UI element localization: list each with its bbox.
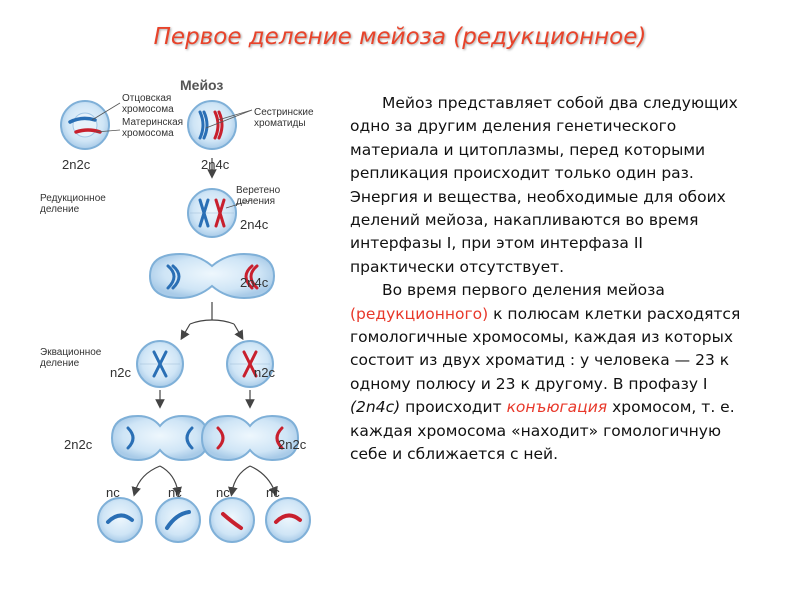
cell-anaphase-one [148, 252, 276, 300]
cell-metaphase-one [187, 188, 237, 238]
cell-gamete-4 [265, 497, 311, 543]
ploidy-nc-1: nc [106, 485, 120, 500]
ploidy-2n4c-top: 2n4c [201, 157, 230, 172]
cell-replicated [187, 100, 237, 150]
label-paternal: Отцовская хромосома [122, 93, 174, 115]
cell-metaphase-two-right [226, 340, 274, 388]
slide-title: Первое деление мейоза (редукционное) [153, 24, 647, 50]
cell-anaphase-two-right [200, 414, 300, 462]
ploidy-nc-2: nc [168, 485, 182, 500]
meiosis-diagram: Мейоз Отцовская хромосома Материнская хр… [40, 70, 340, 595]
ploidy-nc-4: nc [266, 485, 280, 500]
p2-part-d: хромосом, т. е. каждая хромосома «находи… [350, 398, 735, 464]
label-reduction-division: Редукционное деление [40, 193, 106, 215]
ploidy-2n2c-top: 2n2c [62, 157, 91, 172]
diagram-heading: Мейоз [180, 77, 224, 93]
cell-metaphase-two-left [136, 340, 184, 388]
paragraph-1: Мейоз представляет собой два следующих о… [350, 94, 738, 276]
formula-2n4c: (2n4c) [350, 398, 401, 417]
label-equation-division: Эквационное деление [40, 347, 102, 369]
cell-gamete-1 [97, 497, 143, 543]
p2-part-c: происходит [400, 398, 507, 417]
ploidy-2n2c-left: 2n2c [64, 437, 93, 452]
ploidy-2n2c-right: 2n2c [278, 437, 307, 452]
label-sister-chromatids: Сестринские хроматиды [254, 107, 314, 129]
label-spindle: Веретено деления [236, 185, 281, 207]
label-maternal: Материнская хромосома [122, 117, 184, 139]
ploidy-n2c-left: n2c [110, 365, 131, 380]
cell-gamete-3 [209, 497, 255, 543]
ploidy-2n4c-metaphase: 2n4c [240, 217, 269, 232]
paragraph-2: Во время первого деления мейоза (редукци… [350, 279, 750, 466]
ploidy-n2c-right: n2c [254, 365, 275, 380]
p2-part-b: к полюсам клетки расходятся гомологичные… [350, 304, 741, 393]
ploidy-nc-3: nc [216, 485, 230, 500]
meiosis-diagram-graphic [60, 100, 311, 543]
cell-interphase-left [60, 100, 110, 150]
p2-part-a: Во время первого деления мейоза [382, 281, 665, 300]
term-reductional: (редукционного) [350, 304, 489, 323]
term-conjugation: конъюгация [506, 398, 608, 417]
cell-anaphase-two-left [110, 414, 210, 462]
body-text: Мейоз представляет собой два следующих о… [350, 92, 750, 467]
cell-gamete-2 [155, 497, 201, 543]
ploidy-2n4c-anaphase: 2n4c [240, 275, 269, 290]
